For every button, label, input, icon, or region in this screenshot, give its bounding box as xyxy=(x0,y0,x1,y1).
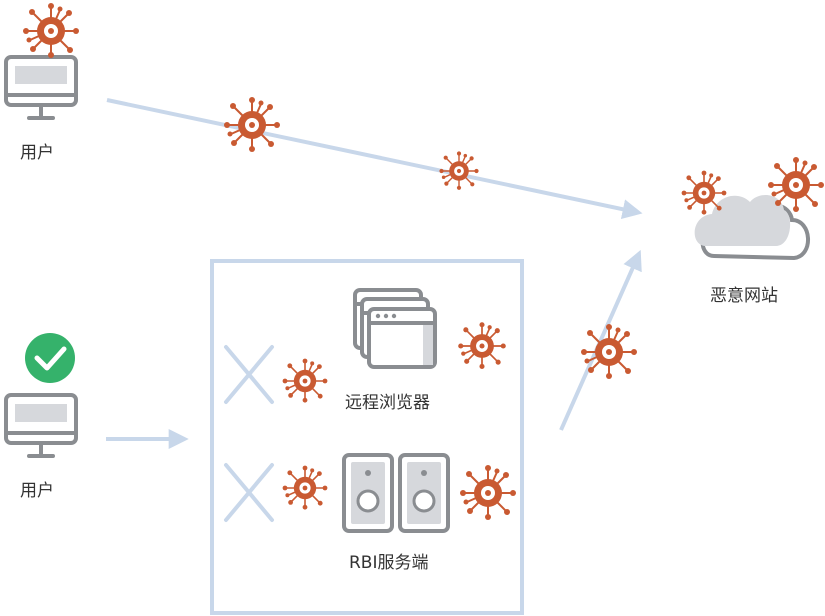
browser-windows-icon xyxy=(353,288,437,369)
x-mark-icon xyxy=(224,463,274,522)
virus-icon xyxy=(281,357,329,404)
virus-icon xyxy=(767,156,825,213)
virus-icon xyxy=(680,169,728,216)
malicious-site-label: 恶意网站 xyxy=(710,286,778,306)
rbi-server-label: RBI服务端 xyxy=(349,553,429,573)
direct-connection-arrow xyxy=(106,98,643,220)
checkmark-badge-icon xyxy=(25,333,75,383)
virus-icon xyxy=(281,464,329,511)
virus-icon xyxy=(438,150,480,191)
virus-icon xyxy=(223,96,281,153)
top-user-monitor-icon xyxy=(4,55,78,120)
bottom-user-monitor-icon xyxy=(4,393,78,458)
cloud-icon xyxy=(694,195,810,261)
virus-icon xyxy=(459,464,517,521)
remote-browser-label: 远程浏览器 xyxy=(345,393,430,413)
virus-icon xyxy=(580,323,638,380)
top-user-label: 用户 xyxy=(20,143,54,163)
virus-icon xyxy=(22,2,80,59)
virus-icon xyxy=(457,321,507,370)
bottom-user-label: 用户 xyxy=(20,481,54,501)
x-mark-icon xyxy=(224,345,274,404)
